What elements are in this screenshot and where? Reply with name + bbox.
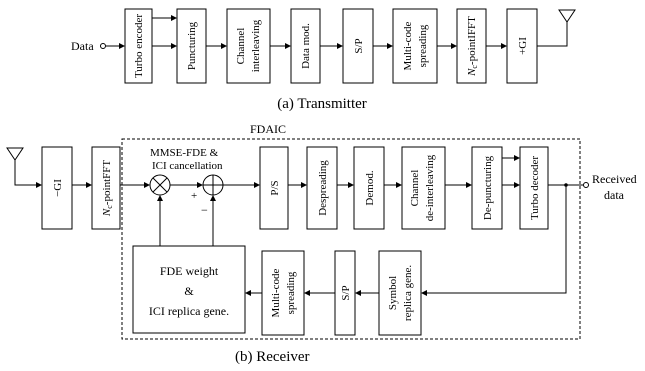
mmse-label-1: MMSE-FDE & [150,147,219,159]
rx-depuncturing-block: De-puncturing [471,146,503,230]
rx-output-label-1: Received [592,172,637,186]
rx-feedback-multicode-label-2: spreading [285,271,297,314]
rx-fde-weight-block: FDE weight & ICI replica gene. [132,245,246,334]
rx-feedback-sp-block: S/P [334,250,356,336]
rx-feedback-multicode-block: Multi-code spreading [261,250,305,336]
tx-input-terminal [100,43,106,49]
rx-fde-weight-label-1: FDE weight [160,264,219,278]
multiplier-icon [149,174,171,196]
tx-puncturing-block: Puncturing [176,8,207,84]
rx-fft-block: Nc-pointFFT [91,146,121,230]
tx-channel-interleaving-block: Channel interleaving [226,8,271,84]
rx-output-terminal [583,182,589,188]
rx-ps-block: P/S [259,146,289,230]
tx-puncturing-label: Puncturing [186,21,198,70]
rx-feedback-sp-label: S/P [340,285,352,300]
tx-multicode-label-1: Multi-code [402,21,414,70]
rx-remove-gi-label: −GI [52,179,64,197]
tx-multicode-spreading-block: Multi-code spreading [392,8,438,84]
tx-sp-block: S/P [342,8,374,84]
rx-channel-deinterleaving-label-1: Channel [409,170,421,207]
receiver-section: −GI Nc-pointFFT FDAIC MMSE-FDE & ICI can… [6,122,637,365]
fdaic-boundary [121,138,581,340]
tx-data-mod-label: Data mod. [300,23,312,69]
tx-channel-interleaving-label-2: interleaving [250,19,262,72]
mmse-label-2: ICI cancellation [152,160,223,172]
tx-channel-interleaving-label-1: Channel [235,28,247,65]
adder-icon [202,174,224,196]
adder-plus-sign: + [191,190,197,202]
tx-ifft-label: Nc-pointIFFT [466,16,479,77]
rx-symbol-replica-block: Symbol replica gene. [378,250,422,336]
rx-despreading-block: Despreading [306,146,338,230]
rx-turbo-decoder-label: Turbo decoder [529,156,541,220]
tx-turbo-encoder-block: Turbo encoder [124,8,153,84]
adder-minus-sign: − [201,203,208,217]
tx-data-mod-block: Data mod. [290,8,321,84]
rx-ps-label: P/S [269,180,281,195]
rx-turbo-decoder-block: Turbo decoder [519,146,549,230]
tx-add-gi-label: +GI [517,37,529,55]
rx-channel-deinterleaving-block: Channel de-interleaving [401,146,446,230]
tx-antenna-icon [558,9,576,23]
rx-fft-label: Nc-pointFFT [101,160,114,217]
rx-feedback-multicode-label-1: Multi-code [270,268,282,317]
rx-antenna-icon [6,147,24,161]
rx-channel-deinterleaving-label-2: de-interleaving [424,154,436,221]
rx-fde-weight-label-2: & [184,284,194,298]
tx-turbo-encoder-label: Turbo encoder [133,14,145,78]
tx-data-input-label: Data [71,39,94,53]
tx-sp-label: S/P [353,38,365,53]
tx-multicode-label-2: spreading [417,24,429,67]
rx-caption: (b) Receiver [235,349,310,365]
tx-add-gi-block: +GI [506,8,538,84]
tx-caption: (a) Transmitter [277,96,367,112]
tx-ifft-block: Nc-pointIFFT [456,8,487,84]
rx-output-label-2: data [604,188,625,202]
rx-demod-block: Demod. [353,146,385,230]
rx-depuncturing-label: De-puncturing [482,155,494,220]
rx-symbol-replica-label-2: replica gene. [402,265,414,321]
transmitter-section: Data Turbo encoder Puncturing Channel in… [71,8,576,112]
rx-remove-gi-block: −GI [41,146,73,230]
rx-fde-weight-label-3: ICI replica gene. [149,304,229,318]
fdaic-label: FDAIC [250,122,286,136]
rx-demod-label: Demod. [364,170,376,205]
rx-symbol-replica-label-1: Symbol [387,276,399,310]
rx-despreading-label: Despreading [317,160,329,216]
